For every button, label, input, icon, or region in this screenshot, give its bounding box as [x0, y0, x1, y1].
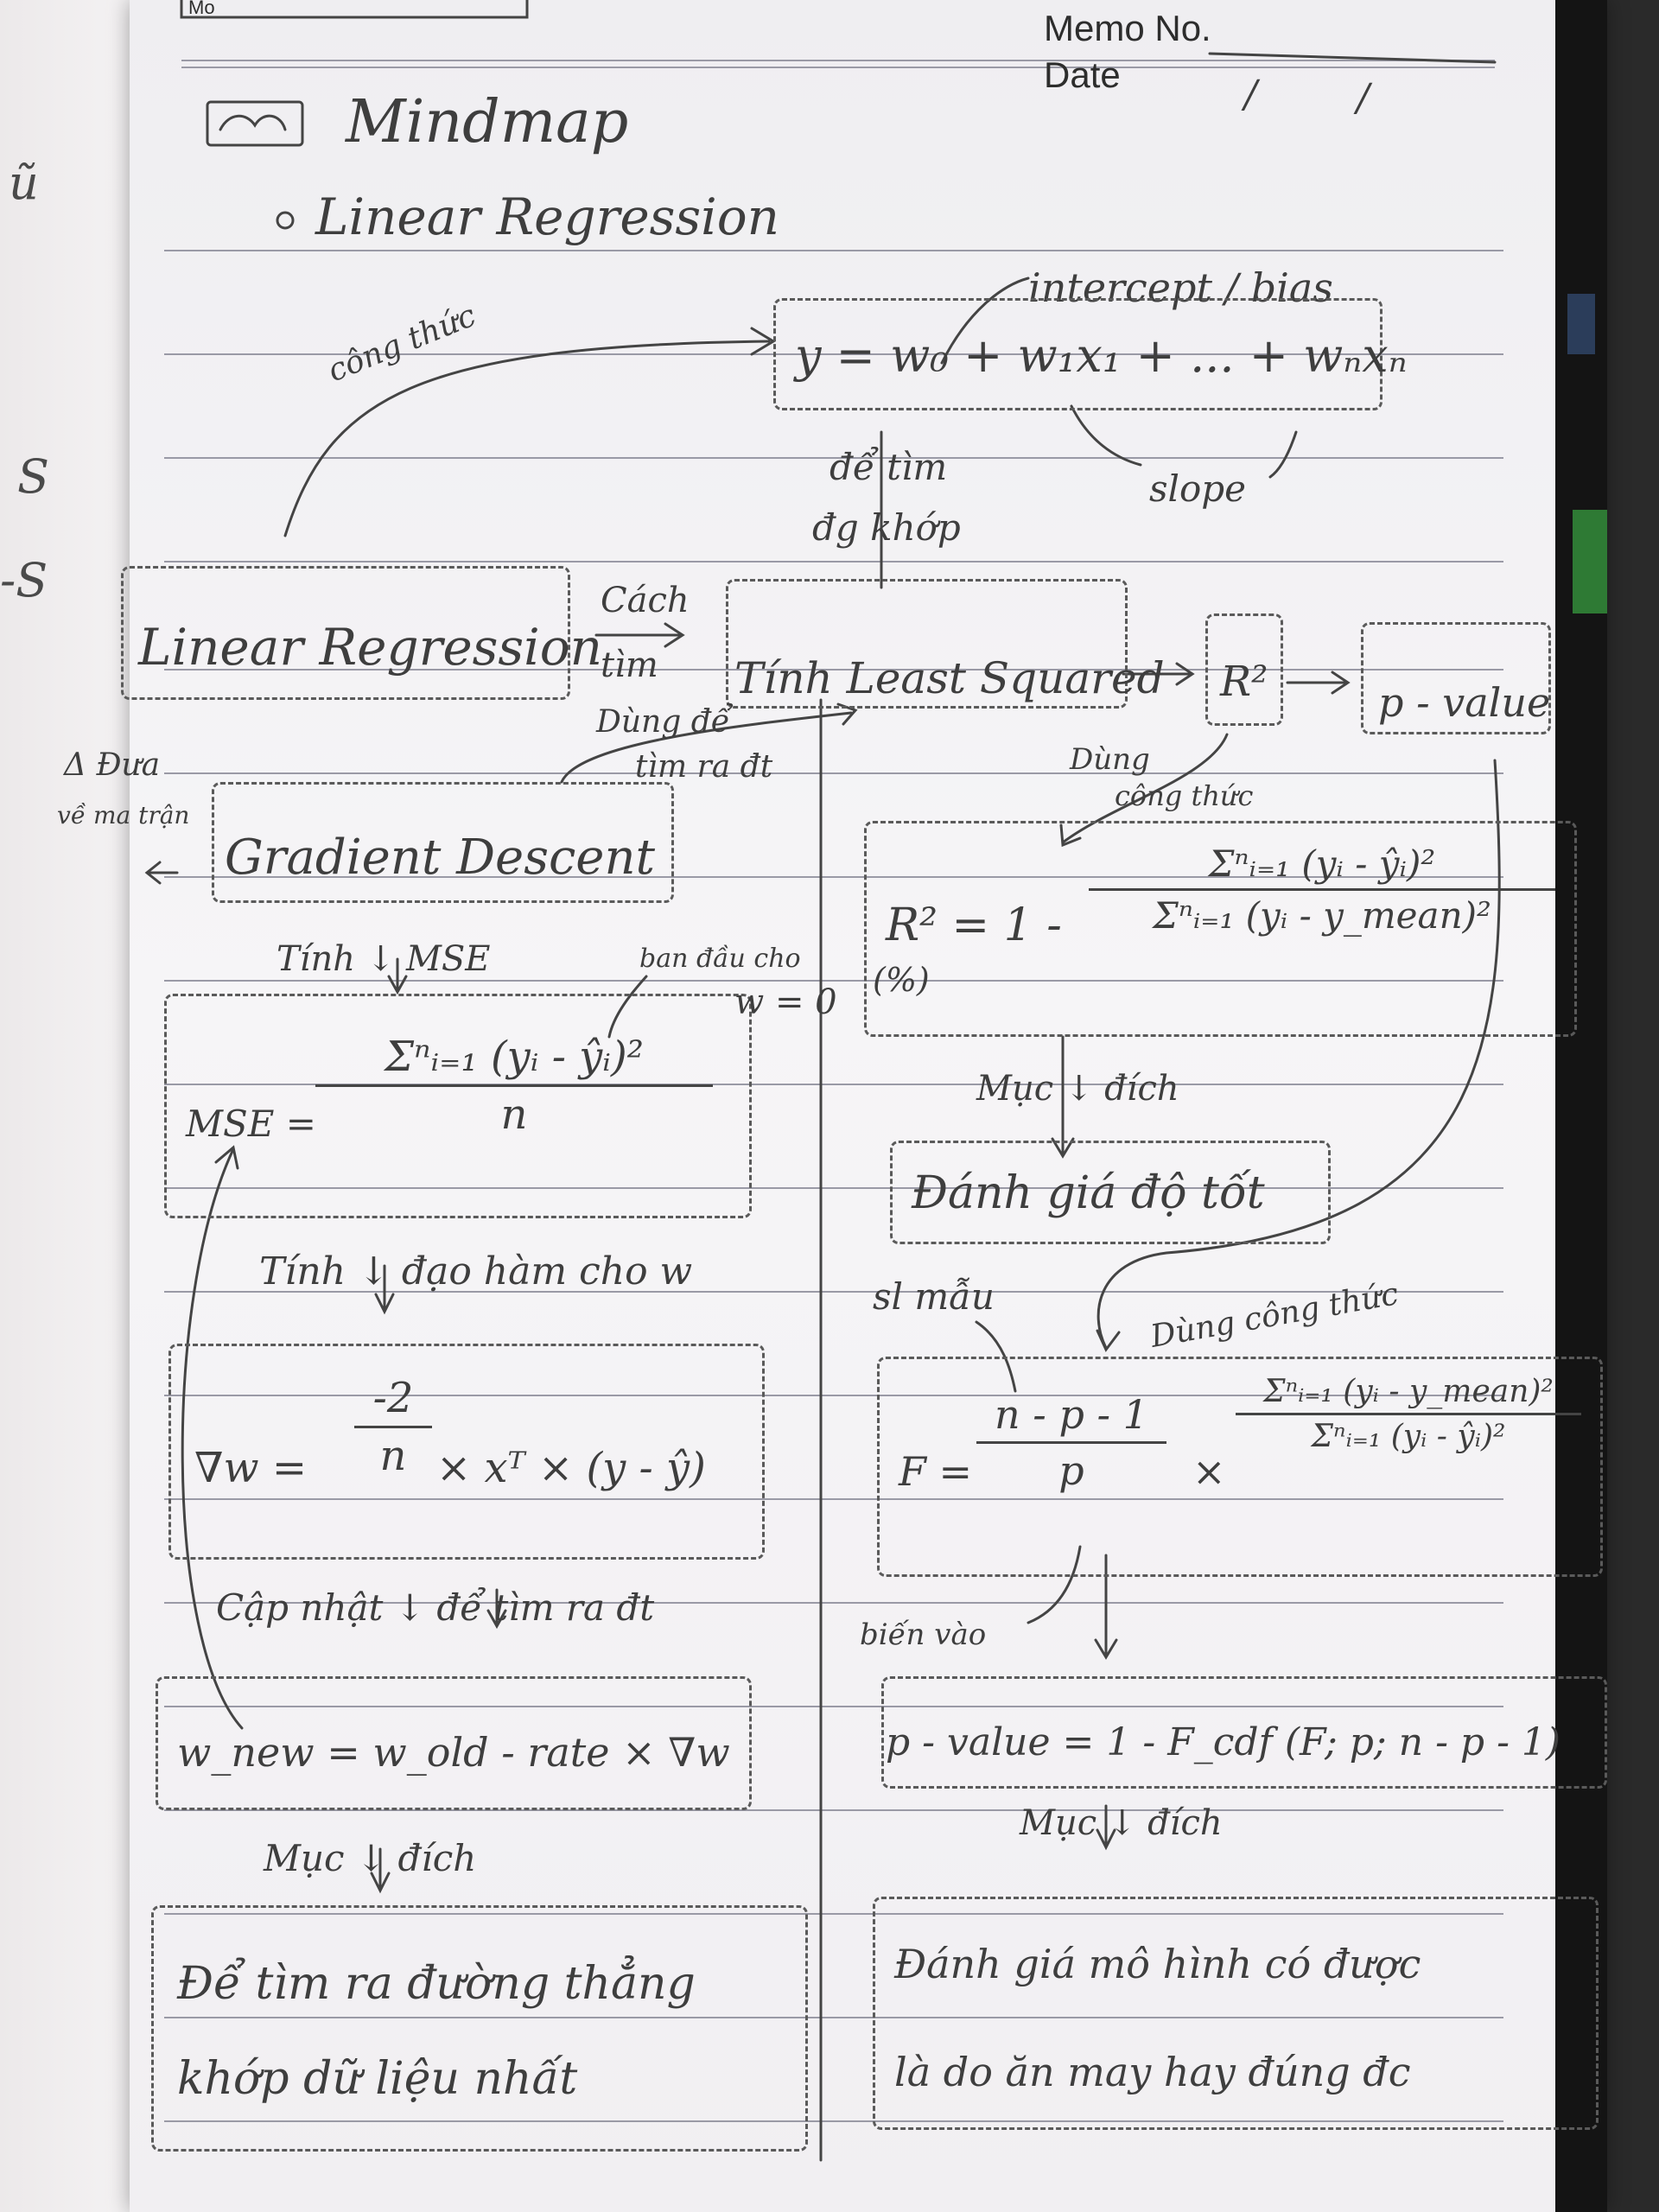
- f-goal-text: Đánh giá mô hình có được: [894, 1941, 1421, 1987]
- formula-box: [773, 298, 1382, 410]
- method-label: Cách: [601, 581, 690, 620]
- page-edge-shadow: [1555, 0, 1607, 2212]
- matrix-note: Δ Đưa: [64, 747, 161, 783]
- p-value-node: [1361, 622, 1551, 734]
- init-note: ban đầu cho: [639, 944, 801, 974]
- mse-lhs: MSE =: [186, 1103, 316, 1145]
- regression-formula: y = w₀ + w₁x₁ + ... + wₙxₙ: [795, 328, 1408, 383]
- pvalue-formula: p - value = 1 - F_cdf (F; p; n - p - 1): [886, 1720, 1561, 1764]
- gradient-box: [168, 1344, 765, 1560]
- f-goal-box: [873, 1897, 1599, 2130]
- linear-regression-node: [121, 566, 570, 700]
- page-title: Mindmap: [346, 88, 629, 156]
- f-numerator: n - p - 1: [995, 1391, 1148, 1438]
- gradient-fraction: -2 n: [354, 1374, 432, 1480]
- f-times: ×: [1192, 1448, 1226, 1495]
- gradient-goal-text: khớp dữ liệu nhất: [177, 2053, 578, 2105]
- adjacent-page: ũ S -S: [0, 0, 130, 2212]
- init-value: w = 0: [734, 982, 837, 1022]
- r2-label: R²: [1220, 658, 1268, 706]
- f-lhs: F =: [899, 1448, 973, 1495]
- method-label: tìm: [601, 645, 658, 685]
- sample-note: sl mẫu: [873, 1275, 995, 1318]
- gradient-descent-node: [212, 782, 674, 903]
- f-denominator: p: [1058, 1447, 1084, 1494]
- r2-denominator: Σⁿᵢ₌₁ (yᵢ - y_mean)²: [1153, 894, 1491, 937]
- gradient-goal-box: [151, 1905, 808, 2152]
- input-note: biến vào: [860, 1618, 987, 1652]
- slope-note: slope: [1149, 467, 1247, 510]
- background-object: [1567, 294, 1595, 354]
- gradient-rhs: × xᵀ × (y - ŷ): [436, 1444, 706, 1492]
- p-value-label: p - value: [1378, 679, 1551, 726]
- r2-fraction: Σⁿᵢ₌₁ (yᵢ - ŷᵢ)² Σⁿᵢ₌₁ (yᵢ - y_mean)²: [1089, 842, 1555, 937]
- goal-label: Mục ↓ đích: [1020, 1803, 1223, 1843]
- mse-numerator: Σⁿᵢ₌₁ (yᵢ - ŷᵢ)²: [385, 1033, 644, 1081]
- least-squared-node: [726, 579, 1128, 709]
- page-subtitle: Linear Regression: [315, 188, 780, 246]
- step-label: Tính ↓ đạo hàm cho w: [259, 1249, 693, 1294]
- f-rhs-numerator: Σⁿᵢ₌₁ (yᵢ - y_mean)²: [1263, 1374, 1554, 1409]
- matrix-note: về ma trận: [57, 801, 190, 830]
- gradient-numerator: -2: [372, 1374, 414, 1422]
- step-label: Cập nhật ↓ để tìm ra đt: [216, 1586, 655, 1629]
- mse-fraction: Σⁿᵢ₌₁ (yᵢ - ŷᵢ)² n: [315, 1033, 713, 1139]
- ruled-lines: [144, 0, 1503, 2162]
- f-rhs-denominator: Σⁿᵢ₌₁ (yᵢ - ŷᵢ)²: [1311, 1419, 1506, 1454]
- step-label: Tính ↓ MSE: [276, 939, 491, 979]
- use-note: tìm ra đt: [635, 749, 773, 785]
- background-object: [1573, 510, 1607, 613]
- r2-percent: (%): [873, 961, 930, 999]
- date-separator: /: [1244, 73, 1257, 117]
- adjacent-page-mark: S: [17, 449, 49, 504]
- gradient-descent-label: Gradient Descent: [225, 830, 656, 886]
- goal-label: Mục ↓ đích: [264, 1837, 477, 1879]
- f-fraction: n - p - 1 p: [976, 1391, 1166, 1494]
- adjacent-page-mark: ũ: [9, 156, 39, 210]
- update-box: [156, 1676, 752, 1810]
- linear-regression-label: Linear Regression: [138, 618, 603, 677]
- purpose-note: đg khớp: [812, 506, 961, 549]
- notebook-page: Mo Memo No. Date / / Mindmap Linear Regr…: [57, 0, 1607, 2212]
- goal-label: Mục ↓ đích: [976, 1069, 1179, 1109]
- use-note: Dùng để: [596, 704, 730, 740]
- update-rule: w_new = w_old - rate × ∇w: [177, 1729, 730, 1776]
- f-formula-box: [877, 1357, 1603, 1577]
- r2-numerator: Σⁿᵢ₌₁ (yᵢ - ŷᵢ)²: [1208, 842, 1436, 885]
- r2-node: [1205, 613, 1283, 726]
- gradient-denominator: n: [379, 1432, 407, 1480]
- date-separator: /: [1357, 76, 1370, 120]
- f-rhs-fraction: Σⁿᵢ₌₁ (yᵢ - y_mean)² Σⁿᵢ₌₁ (yᵢ - ŷᵢ)²: [1236, 1374, 1581, 1454]
- r2-goal-box: [890, 1141, 1331, 1244]
- use-formula-note: Dùng: [1070, 742, 1150, 777]
- gradient-lhs: ∇w =: [194, 1444, 308, 1492]
- r2-lhs: R² = 1 -: [886, 899, 1062, 951]
- intercept-note: intercept / bias: [1028, 264, 1333, 311]
- r2-formula-box: [864, 821, 1577, 1037]
- corner-label: Mo: [188, 0, 215, 18]
- date-label: Date: [1044, 54, 1121, 95]
- purpose-note: để tìm: [830, 446, 948, 488]
- r2-goal-text: Đánh giá độ tốt: [912, 1167, 1265, 1219]
- pvalue-formula-box: [881, 1676, 1607, 1789]
- adjacent-page-mark: -S: [0, 553, 48, 607]
- gradient-goal-text: Để tìm ra đường thẳng: [177, 1958, 696, 2010]
- mse-box: [164, 994, 752, 1218]
- mse-denominator: n: [500, 1090, 528, 1139]
- least-squared-label: Tính Least Squared: [734, 653, 1165, 703]
- f-goal-text: là do ăn may hay đúng đc: [894, 2049, 1411, 2095]
- use-formula-note: công thức: [1115, 779, 1254, 812]
- memo-label: Memo No.: [1044, 8, 1211, 48]
